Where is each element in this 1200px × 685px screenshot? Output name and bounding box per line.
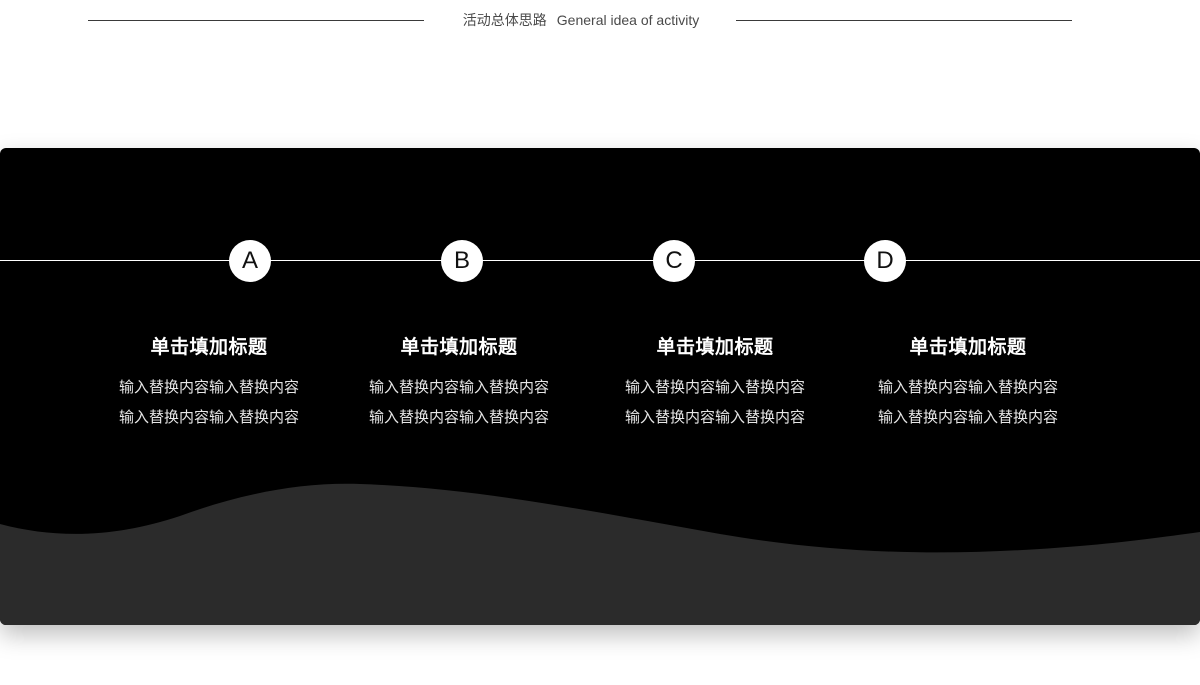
page-title-zh: 活动总体思路: [462, 13, 547, 29]
timeline-line: [0, 260, 1200, 261]
item-b: 单击填加标题 输入替换内容输入替换内容 输入替换内容输入替换内容: [344, 332, 574, 432]
wave-shape: [0, 483, 1200, 625]
item-title[interactable]: 单击填加标题: [656, 336, 774, 358]
node-d: D: [864, 240, 906, 282]
page-title-en: General idea of activity: [556, 12, 700, 28]
item-desc-line: 输入替换内容输入替换内容: [624, 408, 805, 426]
item-desc-line: 输入替换内容输入替换内容: [368, 408, 549, 426]
item-desc-line: 输入替换内容输入替换内容: [118, 378, 299, 396]
item-title[interactable]: 单击填加标题: [400, 336, 518, 358]
item-desc-line: 输入替换内容输入替换内容: [118, 408, 299, 426]
page-title: 活动总体思路 General idea of activity: [432, 10, 730, 30]
item-description[interactable]: 输入替换内容输入替换内容 输入替换内容输入替换内容: [344, 372, 574, 432]
item-c: 单击填加标题 输入替换内容输入替换内容 输入替换内容输入替换内容: [600, 332, 830, 432]
node-c: C: [653, 240, 695, 282]
item-a: 单击填加标题 输入替换内容输入替换内容 输入替换内容输入替换内容: [94, 332, 324, 432]
item-desc-line: 输入替换内容输入替换内容: [877, 378, 1058, 396]
item-desc-line: 输入替换内容输入替换内容: [368, 378, 549, 396]
item-description[interactable]: 输入替换内容输入替换内容 输入替换内容输入替换内容: [94, 372, 324, 432]
item-title[interactable]: 单击填加标题: [909, 336, 1027, 358]
item-desc-line: 输入替换内容输入替换内容: [624, 378, 805, 396]
node-a: A: [229, 240, 271, 282]
item-d: 单击填加标题 输入替换内容输入替换内容 输入替换内容输入替换内容: [853, 332, 1083, 432]
item-title[interactable]: 单击填加标题: [150, 336, 268, 358]
item-description[interactable]: 输入替换内容输入替换内容 输入替换内容输入替换内容: [853, 372, 1083, 432]
item-description[interactable]: 输入替换内容输入替换内容 输入替换内容输入替换内容: [600, 372, 830, 432]
header-divider-left: [88, 20, 424, 21]
content-panel: A B C D 单击填加标题 输入替换内容输入替换内容 输入替换内容输入替换内容…: [0, 148, 1200, 625]
item-desc-line: 输入替换内容输入替换内容: [877, 408, 1058, 426]
header-divider-right: [736, 20, 1072, 21]
node-b: B: [441, 240, 483, 282]
